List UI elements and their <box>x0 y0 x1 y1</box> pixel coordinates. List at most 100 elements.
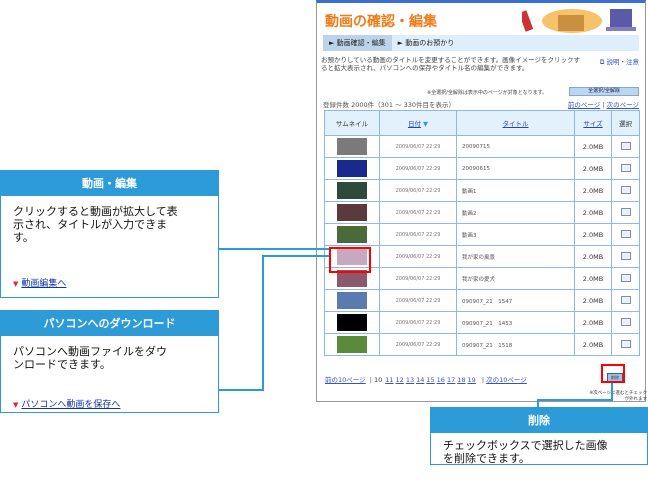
connector-line <box>262 255 264 391</box>
thumbnail-cell[interactable] <box>324 311 380 334</box>
thumbnail-image[interactable] <box>337 292 367 309</box>
thumbnail-image[interactable] <box>337 270 367 287</box>
thumbnail-cell[interactable] <box>324 333 380 356</box>
table-row: 2009/06/07 22:29 動画1 2.0MB <box>324 179 640 202</box>
title-cell: 090907_21 1547 <box>456 289 575 312</box>
tab-video-edit[interactable]: ► 動画確認・編集 <box>323 35 392 51</box>
select-cell <box>611 157 640 180</box>
thumbnail-cell[interactable] <box>324 135 380 158</box>
page-link[interactable]: 14 <box>416 376 425 384</box>
thumbnail-image[interactable] <box>337 336 367 353</box>
select-checkbox[interactable] <box>620 207 631 216</box>
save-to-pc-link[interactable]: パソコンへ動画を保存へ <box>13 397 120 410</box>
title-cell: 20090715 <box>456 135 575 158</box>
size-cell: 2.0MB <box>574 223 612 246</box>
select-cell <box>611 135 640 158</box>
date-cell: 2009/06/07 22:29 <box>379 267 457 290</box>
col-title[interactable]: タイトル <box>456 110 575 136</box>
header-illustration <box>522 9 636 33</box>
callout-title: パソコンへのダウンロード <box>1 311 218 336</box>
select-cell <box>611 311 640 334</box>
thumbnail-image[interactable] <box>337 204 367 221</box>
video-manager-panel: 動画の確認・編集 ► 動画確認・編集 ► 動画のお預かり お預かりしている動画の… <box>316 0 647 402</box>
table-row: 2009/06/07 22:29 動画2 2.0MB <box>324 201 640 224</box>
table-row: 2009/06/07 22:29 090907_21 1547 2.0MB <box>324 289 640 312</box>
thumbnail-cell[interactable] <box>324 157 380 180</box>
page-nav: 前のページ | 次のページ <box>567 101 639 109</box>
col-select: 選択 <box>611 110 640 136</box>
title-cell: 20090615 <box>456 157 575 180</box>
thumbnail-image[interactable] <box>337 182 367 199</box>
select-checkbox[interactable] <box>620 295 631 304</box>
next-page-link[interactable]: 次のページ <box>606 101 639 109</box>
thumbnail-image[interactable] <box>337 314 367 331</box>
size-cell: 2.0MB <box>574 333 612 356</box>
page-link[interactable]: 17 <box>446 376 456 384</box>
page-link[interactable]: 16 <box>436 376 445 384</box>
thumbnail-image[interactable] <box>337 226 367 243</box>
page-link[interactable]: 12 <box>395 376 404 384</box>
date-cell: 2009/06/07 22:29 <box>379 289 457 312</box>
record-count: 登録件数 2000件（301 〜 330件目を表示） <box>323 101 456 109</box>
select-cell <box>611 333 640 356</box>
callout-body: チェックボックスで選択した画像を削除できます。 <box>443 439 608 465</box>
tab-video-storage[interactable]: ► 動画のお預かり <box>397 39 455 47</box>
table-row: 2009/06/07 22:29 20090715 2.0MB <box>324 135 640 158</box>
select-checkbox[interactable] <box>620 317 631 326</box>
callout-download: パソコンへのダウンロード パソコンへ動画ファイルをダウンロードできます。 パソコ… <box>0 310 219 413</box>
prev-page-link[interactable]: 前のページ <box>567 101 601 109</box>
select-checkbox[interactable] <box>620 273 631 282</box>
size-cell: 2.0MB <box>574 157 612 180</box>
next10-link[interactable]: 次の10ページ <box>486 376 527 384</box>
title-cell: 090907_21 1453 <box>456 311 575 334</box>
select-checkbox[interactable] <box>620 141 631 150</box>
col-thumbnail: サムネイル <box>324 110 380 136</box>
select-cell <box>611 201 640 224</box>
select-checkbox[interactable] <box>620 251 631 260</box>
thumbnail-image[interactable] <box>337 138 367 155</box>
thumbnail-cell[interactable] <box>324 223 380 246</box>
thumbnail-cell[interactable] <box>324 201 380 224</box>
highlight-delete <box>601 364 625 383</box>
thumbnail-cell[interactable] <box>324 289 380 312</box>
col-date[interactable]: 日付 ▼ <box>379 110 457 136</box>
select-cell <box>611 289 640 312</box>
prev10-link[interactable]: 前の10ページ <box>325 376 366 384</box>
size-cell: 2.0MB <box>574 201 612 224</box>
connector-line <box>537 399 612 401</box>
page-link[interactable]: 18 <box>457 376 466 384</box>
edit-video-link[interactable]: 動画編集へ <box>13 276 66 289</box>
callout-body: パソコンへ動画ファイルをダウンロードできます。 <box>13 345 167 371</box>
thumbnail-image[interactable] <box>337 160 367 177</box>
callout-title: 動画・編集 <box>1 171 218 196</box>
size-cell: 2.0MB <box>574 179 612 202</box>
page-link[interactable]: 19 <box>467 376 476 384</box>
current-page: 10 <box>373 376 383 384</box>
select-checkbox[interactable] <box>620 163 631 172</box>
date-cell: 2009/06/07 22:29 <box>379 245 457 268</box>
date-cell: 2009/06/07 22:29 <box>379 311 457 334</box>
page-link[interactable]: 13 <box>405 376 415 384</box>
tab-bar: ► 動画確認・編集 ► 動画のお預かり <box>323 35 639 51</box>
page-link[interactable]: 11 <box>385 376 394 384</box>
size-cell: 2.0MB <box>574 245 612 268</box>
select-checkbox[interactable] <box>620 339 631 348</box>
connector-line <box>262 255 329 257</box>
callout-body: クリックすると動画が拡大して表示され、タイトルが入力できます。 <box>13 205 178 244</box>
date-cell: 2009/06/07 22:29 <box>379 157 457 180</box>
date-cell: 2009/06/07 22:29 <box>379 333 457 356</box>
help-link[interactable]: ⧉ 説明・注意 <box>599 58 639 66</box>
select-all-button[interactable]: 全選択/全解除 <box>569 87 639 96</box>
page-title: 動画の確認・編集 <box>325 14 437 30</box>
connector-line <box>537 399 539 408</box>
select-checkbox[interactable] <box>620 229 631 238</box>
select-checkbox[interactable] <box>620 185 631 194</box>
page-link[interactable]: 15 <box>426 376 435 384</box>
thumbnail-image[interactable] <box>337 248 367 265</box>
size-cell: 2.0MB <box>574 135 612 158</box>
col-size[interactable]: サイズ <box>574 110 612 136</box>
connector-line <box>218 248 329 250</box>
thumbnail-cell[interactable] <box>324 179 380 202</box>
table-row: 2009/06/07 22:29 090907_21 1518 2.0MB <box>324 333 640 356</box>
